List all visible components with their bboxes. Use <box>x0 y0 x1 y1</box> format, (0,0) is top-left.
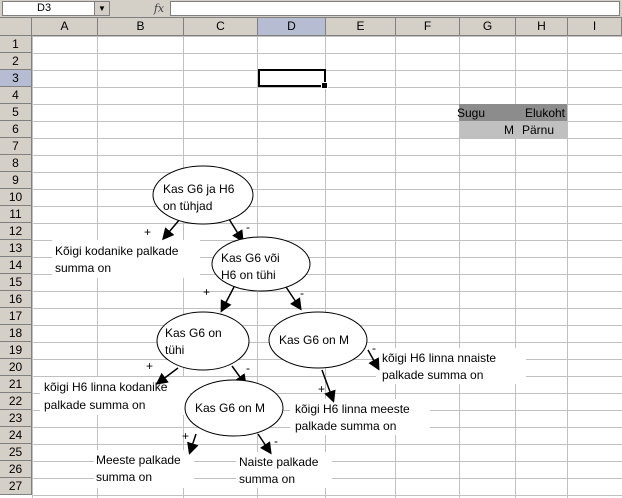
row-header-5[interactable]: 5 <box>0 104 32 121</box>
node-q2 <box>211 236 311 292</box>
sign-q5-plus: + <box>182 429 189 443</box>
column-header-g[interactable]: G <box>460 18 516 36</box>
insert-function-icon[interactable]: fx <box>153 2 165 15</box>
sign-q4-plus: + <box>318 382 325 396</box>
table-value-row <box>459 121 567 138</box>
row-header-13[interactable]: 13 <box>0 240 32 257</box>
row-header-4[interactable]: 4 <box>0 87 32 104</box>
row-header-25[interactable]: 25 <box>0 444 32 461</box>
row-header-7[interactable]: 7 <box>0 138 32 155</box>
result-men-line2: summa on <box>96 470 153 484</box>
row-header-18[interactable]: 18 <box>0 325 32 342</box>
row-header-3[interactable]: 3 <box>0 70 32 87</box>
row-header-21[interactable]: 21 <box>0 376 32 393</box>
node-q3-line1: Kas G6 on <box>165 326 222 340</box>
result-city-women-line1: kõigi H6 linna nnaiste <box>382 351 497 365</box>
sign-q2-minus: - <box>300 286 304 300</box>
node-q1-line1: Kas G6 ja H6 <box>163 182 235 196</box>
row-header-23[interactable]: 23 <box>0 410 32 427</box>
node-q2-line1: Kas G6 või <box>221 251 280 265</box>
arrow-q1-minus <box>228 218 244 243</box>
sign-q1-minus: - <box>246 220 250 234</box>
row-header-16[interactable]: 16 <box>0 291 32 308</box>
column-header-h[interactable]: H <box>516 18 568 36</box>
row-header-6[interactable]: 6 <box>0 121 32 138</box>
row-header-8[interactable]: 8 <box>0 155 32 172</box>
row-header-2[interactable]: 2 <box>0 53 32 70</box>
node-q4 <box>268 311 368 369</box>
row-header-27[interactable]: 27 <box>0 478 32 495</box>
column-header-d[interactable]: D <box>258 18 326 36</box>
sign-q1-plus: + <box>144 225 151 239</box>
arrow-q4-minus <box>367 349 380 371</box>
table-header-row <box>459 104 567 121</box>
row-header-1[interactable]: 1 <box>0 36 32 53</box>
cell-h5[interactable]: Elukoht <box>524 106 565 120</box>
column-header-e[interactable]: E <box>326 18 396 36</box>
result-women-line1: Naiste palkade <box>239 455 319 469</box>
sign-q3-plus: + <box>146 359 153 373</box>
sign-q2-plus: + <box>203 285 210 299</box>
result-all-line1: Kõigi kodanike palkade <box>55 244 179 258</box>
node-q1 <box>152 165 254 225</box>
node-q1-line2: on tühjad <box>163 199 212 213</box>
row-header-17[interactable]: 17 <box>0 308 32 325</box>
column-header-b[interactable]: B <box>98 18 184 36</box>
sign-q5-minus: - <box>274 434 278 448</box>
result-city-all-line1: kõigi H6 linna kodanike <box>44 380 168 394</box>
column-headers: A B C D E F G H I <box>32 18 622 36</box>
arrow-q3-plus <box>155 367 179 385</box>
cell-g6[interactable]: M <box>504 123 514 137</box>
node-q3 <box>156 311 250 371</box>
arrow-q2-plus <box>220 286 235 313</box>
chevron-down-icon[interactable]: ▼ <box>94 2 109 15</box>
result-men-line1: Meeste palkade <box>96 453 181 467</box>
node-q3-line2: tühi <box>165 343 184 357</box>
row-header-20[interactable]: 20 <box>0 359 32 376</box>
arrow-q5-minus <box>257 433 272 455</box>
column-header-f[interactable]: F <box>396 18 460 36</box>
node-q5-line1: Kas G6 on M <box>195 401 265 415</box>
row-header-19[interactable]: 19 <box>0 342 32 359</box>
fill-handle[interactable] <box>321 82 328 89</box>
row-header-9[interactable]: 9 <box>0 172 32 189</box>
row-header-22[interactable]: 22 <box>0 393 32 410</box>
row-header-26[interactable]: 26 <box>0 461 32 478</box>
row-header-11[interactable]: 11 <box>0 206 32 223</box>
result-city-all-line2: palkade summa on <box>44 398 146 412</box>
arrow-q1-plus <box>162 218 181 241</box>
result-city-men-line1: kõigi H6 linna meeste <box>295 402 410 416</box>
node-q4-line1: Kas G6 on M <box>279 333 349 347</box>
row-header-24[interactable]: 24 <box>0 427 32 444</box>
arrow-q4-plus <box>321 369 336 403</box>
result-all-line2: summa on <box>55 261 112 275</box>
arrow-q2-minus <box>285 286 302 311</box>
node-q2-line2: H6 on tühi <box>221 268 276 282</box>
row-header-14[interactable]: 14 <box>0 257 32 274</box>
select-all-corner[interactable] <box>0 18 32 36</box>
formula-bar: D3 ▼ fx <box>0 0 622 18</box>
formula-input[interactable] <box>170 1 620 16</box>
column-header-a[interactable]: A <box>32 18 98 36</box>
sign-q3-minus: - <box>246 361 250 375</box>
selected-cell-d3[interactable] <box>258 69 328 89</box>
row-header-15[interactable]: 15 <box>0 274 32 291</box>
result-city-men-line2: palkade summa on <box>295 419 397 433</box>
cell-g5[interactable]: Sugu <box>456 106 485 120</box>
sign-q4-minus: - <box>372 341 376 355</box>
node-q5 <box>184 379 284 437</box>
row-header-12[interactable]: 12 <box>0 223 32 240</box>
row-header-10[interactable]: 10 <box>0 189 32 206</box>
arrow-q5-plus <box>187 433 199 455</box>
cell-h6[interactable]: Pärnu <box>521 123 554 137</box>
name-box-value: D3 <box>37 2 52 14</box>
column-header-c[interactable]: C <box>184 18 258 36</box>
result-city-women-line2: palkade summa on <box>382 368 484 382</box>
result-women-line2: summa on <box>239 472 296 486</box>
name-box[interactable]: D3 ▼ <box>2 1 110 16</box>
